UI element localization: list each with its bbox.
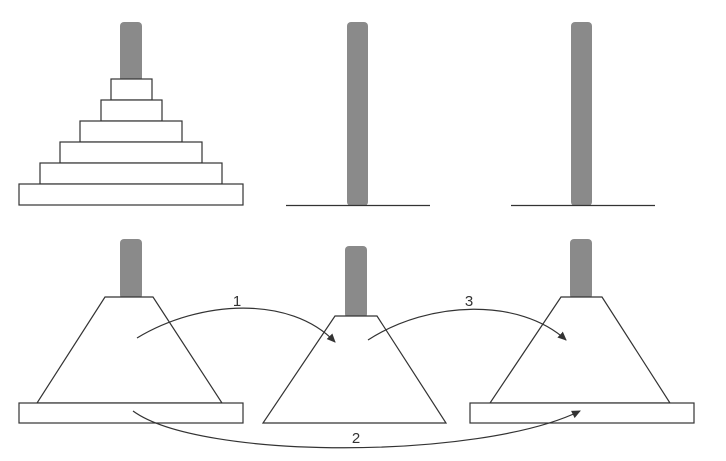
- move-label-2: 2: [352, 430, 360, 447]
- top-peg-middle: [286, 22, 430, 207]
- disk-1: [110, 78, 153, 101]
- top-peg-left: [18, 22, 244, 206]
- disk-6: [18, 183, 244, 206]
- peg-rod: [570, 239, 592, 299]
- peg-rod: [120, 239, 142, 299]
- move-label-3: 3: [465, 293, 473, 310]
- peg-rod: [345, 246, 367, 318]
- move-label-1: 1: [233, 293, 241, 310]
- move-arrow-3: [367, 308, 567, 341]
- largest-disk: [469, 402, 695, 424]
- disk-5: [39, 162, 223, 185]
- bottom-peg-left: [18, 239, 244, 424]
- stack-trapezoid: [488, 296, 672, 404]
- disk-3: [79, 120, 183, 143]
- top-peg-right: [511, 22, 655, 207]
- largest-disk: [18, 402, 244, 424]
- move-arrow-1: [136, 307, 336, 343]
- peg-rod: [120, 22, 142, 82]
- disk-2: [100, 99, 163, 122]
- bottom-peg-right: [469, 239, 695, 424]
- stack-trapezoid: [35, 296, 224, 404]
- stack-trapezoid: [261, 315, 448, 424]
- disk-4: [59, 141, 203, 164]
- bottom-row: 1 3 2: [18, 239, 695, 449]
- move-arrow-2: [132, 410, 581, 449]
- top-row: [18, 22, 655, 207]
- peg-rod: [571, 22, 592, 206]
- bottom-peg-middle: [261, 246, 448, 424]
- peg-rod: [347, 22, 368, 206]
